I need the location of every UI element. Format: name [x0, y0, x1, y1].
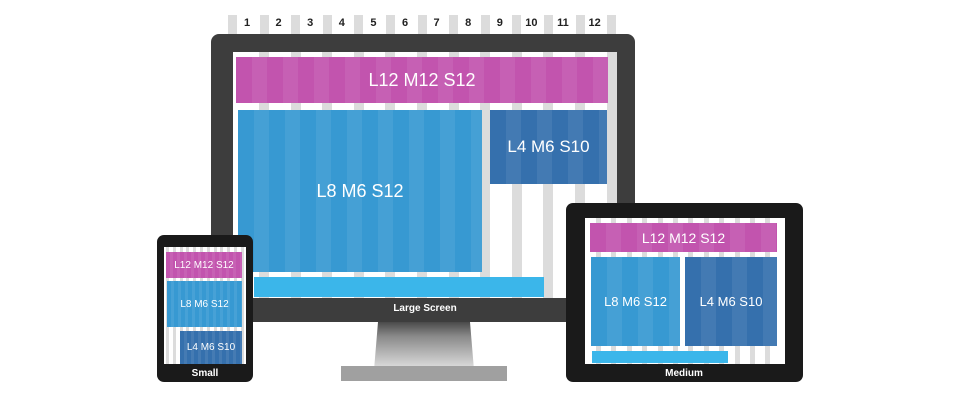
- column-number: 3: [307, 17, 314, 29]
- large-header-label: L12 M12 S12: [368, 69, 476, 90]
- small-screen-label: Small: [191, 368, 219, 379]
- column-number: 6: [401, 17, 409, 29]
- medium-side-label: L4 M6 S10: [699, 294, 763, 309]
- small-main-block: L8 M6 S12: [167, 281, 242, 327]
- small-header-block: L12 M12 S12: [166, 252, 242, 278]
- small-main-label: L8 M6 S12: [180, 298, 229, 310]
- large-side-block: L4 M6 S10: [490, 110, 607, 184]
- grid-stripe: [480, 52, 491, 298]
- small-side-label: L4 M6 S10: [186, 342, 236, 353]
- medium-header-block: L12 M12 S12: [590, 223, 777, 252]
- grid-stripe: [607, 15, 617, 35]
- column-number: 10: [525, 17, 538, 29]
- grid-stripe: [322, 15, 332, 35]
- large-screen-label: Large Screen: [393, 303, 457, 314]
- grid-stripe: [544, 15, 553, 35]
- column-number: 4: [338, 17, 345, 29]
- grid-stripe: [606, 52, 617, 298]
- medium-side-block: L4 M6 S10: [685, 257, 777, 346]
- grid-stripe: [240, 247, 244, 364]
- grid-stripe: [228, 15, 237, 35]
- medium-screen-label: Medium: [665, 368, 703, 379]
- large-footer-block: [254, 277, 544, 297]
- small-header-label: L12 M12 S12: [174, 259, 234, 271]
- medium-main-block: L8 M6 S12: [591, 257, 680, 346]
- large-header-block: L12 M12 S12: [236, 57, 608, 103]
- large-main-label: L8 M6 S12: [316, 180, 404, 201]
- large-side-label: L4 M6 S10: [507, 137, 590, 156]
- grid-stripe: [575, 15, 585, 35]
- small-side-block: L4 M6 S10: [180, 331, 242, 364]
- grid-stripe: [259, 15, 269, 35]
- grid-stripe: [512, 15, 522, 35]
- grid-stripe: [354, 15, 364, 35]
- large-main-block: L8 M6 S12: [238, 110, 482, 272]
- column-number: 2: [275, 17, 282, 29]
- grid-stripe: [480, 15, 490, 35]
- grid-stripe: [291, 15, 301, 35]
- grid-stripe: [449, 15, 459, 35]
- medium-header-label: L12 M12 S12: [641, 229, 726, 246]
- medium-main-label: L8 M6 S12: [604, 294, 667, 309]
- column-number: 7: [433, 17, 440, 29]
- column-number: 11: [557, 17, 569, 29]
- monitor-base: [341, 366, 507, 381]
- column-number: 5: [370, 17, 377, 29]
- column-number: 9: [496, 17, 503, 29]
- grid-stripe: [417, 15, 427, 35]
- column-number: 1: [243, 17, 251, 29]
- medium-footer-block: [592, 351, 728, 363]
- column-number: 8: [465, 17, 472, 29]
- grid-stripe: [386, 15, 395, 35]
- monitor-stand: [374, 322, 474, 370]
- column-number: 12: [588, 17, 601, 29]
